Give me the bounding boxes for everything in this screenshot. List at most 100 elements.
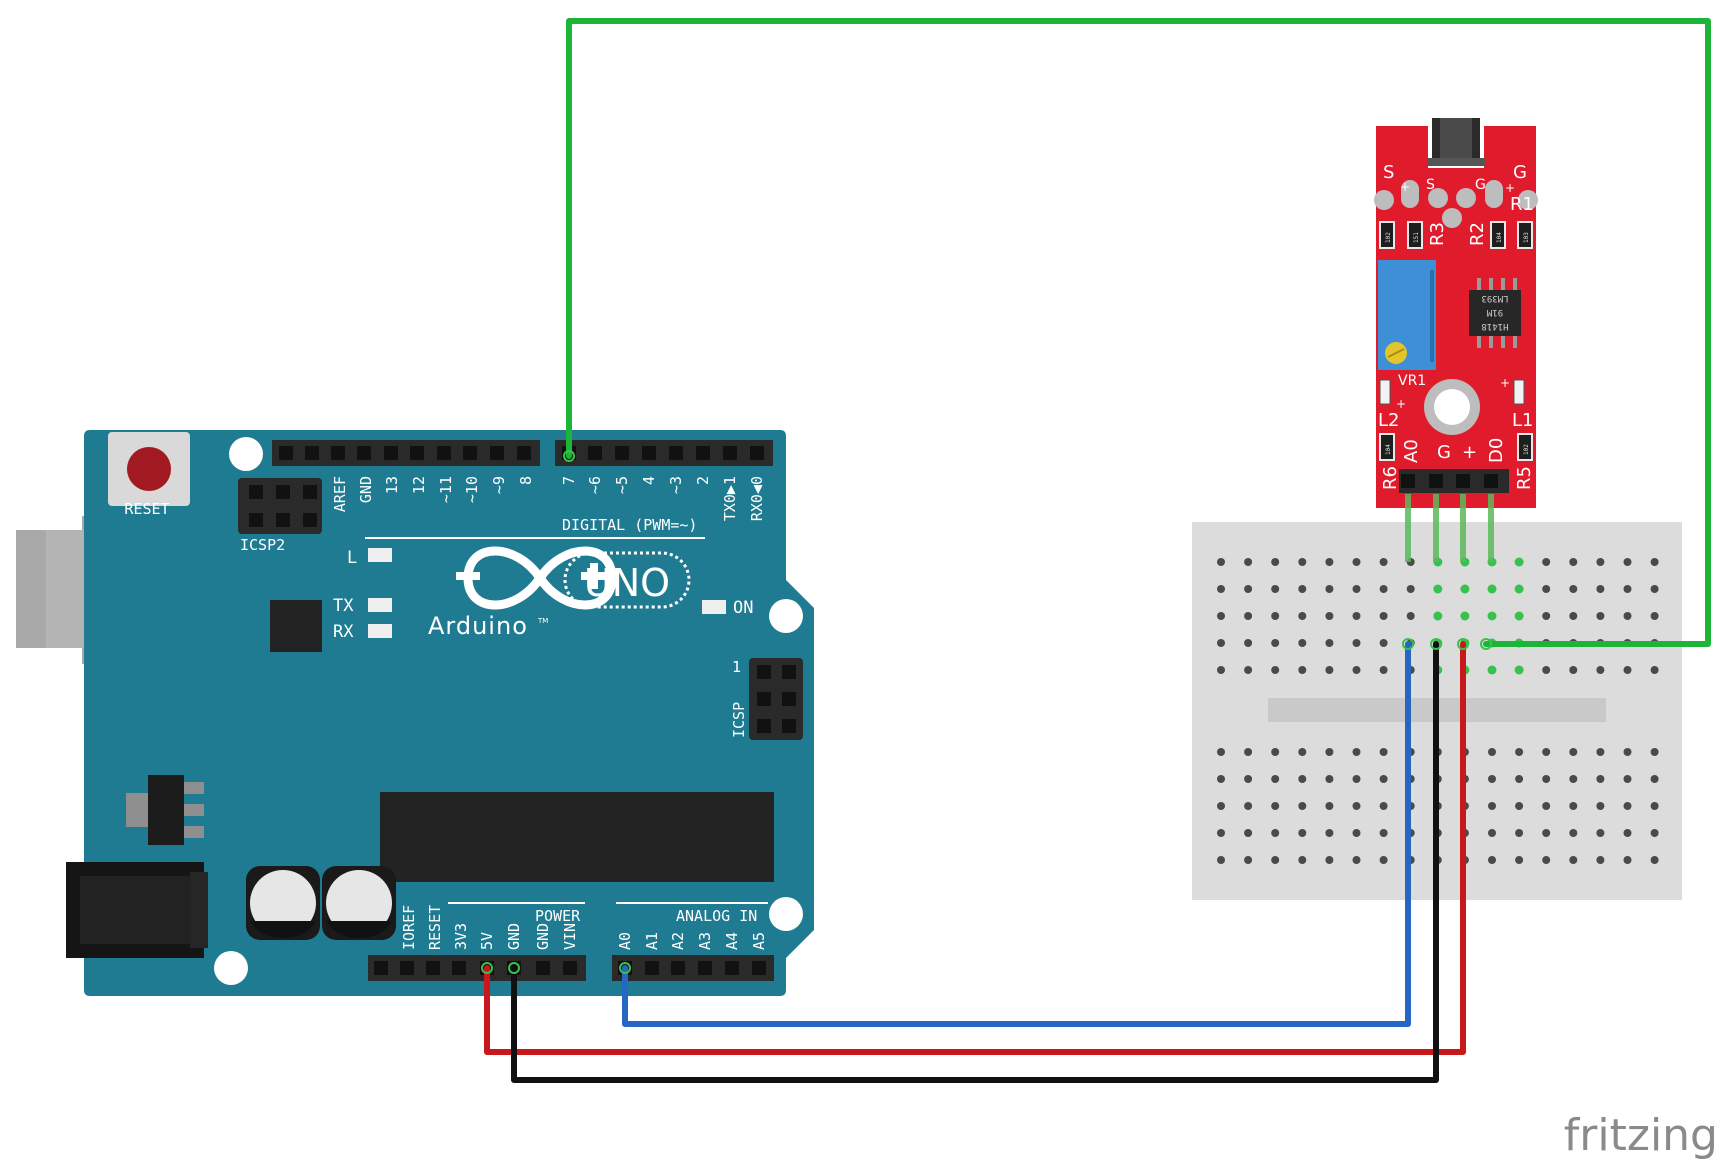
breadboard-hole[interactable] <box>1217 585 1225 593</box>
breadboard-hole[interactable] <box>1569 856 1578 864</box>
breadboard-hole[interactable] <box>1379 666 1388 674</box>
digital-pin[interactable] <box>696 446 710 460</box>
breadboard-hole[interactable] <box>1298 748 1307 756</box>
breadboard-hole[interactable] <box>1271 802 1280 810</box>
breadboard-hole[interactable] <box>1596 829 1605 837</box>
power-pin[interactable] <box>563 961 577 975</box>
reset-button[interactable] <box>127 447 171 491</box>
breadboard-hole[interactable] <box>1650 585 1659 593</box>
breadboard-hole[interactable] <box>1596 802 1605 810</box>
breadboard-hole[interactable] <box>1569 585 1578 593</box>
breadboard-hole[interactable] <box>1650 802 1659 810</box>
breadboard-hole[interactable] <box>1379 612 1388 620</box>
breadboard-hole[interactable] <box>1542 775 1551 783</box>
wire-endpoint[interactable] <box>563 450 575 462</box>
breadboard-hole[interactable] <box>1244 585 1253 593</box>
digital-pin[interactable] <box>750 446 764 460</box>
breadboard-hole[interactable] <box>1325 558 1334 566</box>
breadboard-hole[interactable] <box>1298 802 1307 810</box>
breadboard-hole[interactable] <box>1244 666 1253 674</box>
analog-pin[interactable] <box>671 961 685 975</box>
digital-pin[interactable] <box>279 446 293 460</box>
breadboard-hole[interactable] <box>1596 612 1605 620</box>
analog-pin[interactable] <box>752 961 766 975</box>
breadboard-hole[interactable] <box>1623 775 1632 783</box>
power-pin[interactable] <box>400 961 414 975</box>
breadboard-hole[interactable] <box>1298 585 1307 593</box>
breadboard-hole[interactable] <box>1623 612 1632 620</box>
breadboard-hole[interactable] <box>1244 829 1253 837</box>
sensor-header-pin[interactable] <box>1456 474 1470 488</box>
breadboard-hole[interactable] <box>1271 666 1280 674</box>
breadboard-hole[interactable] <box>1271 612 1280 620</box>
breadboard-hole[interactable] <box>1569 558 1578 566</box>
breadboard-hole[interactable] <box>1217 775 1225 783</box>
power-pin[interactable] <box>426 961 440 975</box>
breadboard-hole[interactable] <box>1650 775 1659 783</box>
breadboard-hole[interactable] <box>1379 748 1388 756</box>
breadboard-hole[interactable] <box>1271 748 1280 756</box>
breadboard-hole[interactable] <box>1596 856 1605 864</box>
breadboard-hole[interactable] <box>1352 666 1361 674</box>
wire-endpoint[interactable] <box>1480 638 1492 650</box>
analog-pin[interactable] <box>645 961 659 975</box>
wire-endpoint[interactable] <box>481 962 493 974</box>
digital-pin[interactable] <box>490 446 504 460</box>
breadboard-hole[interactable] <box>1542 612 1551 620</box>
breadboard-hole[interactable] <box>1379 639 1388 647</box>
breadboard-hole[interactable] <box>1514 557 1524 567</box>
breadboard-hole[interactable] <box>1271 639 1280 647</box>
breadboard-hole[interactable] <box>1217 612 1225 620</box>
breadboard-hole[interactable] <box>1650 558 1659 566</box>
wire-endpoint[interactable] <box>1402 638 1414 650</box>
breadboard-hole[interactable] <box>1542 856 1551 864</box>
breadboard-hole[interactable] <box>1244 612 1253 620</box>
digital-pin[interactable] <box>305 446 319 460</box>
breadboard-hole[interactable] <box>1596 558 1605 566</box>
digital-pin[interactable] <box>615 446 629 460</box>
breadboard-hole[interactable] <box>1352 558 1361 566</box>
breadboard-hole[interactable] <box>1352 612 1361 620</box>
breadboard-hole[interactable] <box>1379 585 1388 593</box>
breadboard-hole[interactable] <box>1515 802 1524 810</box>
breadboard-hole[interactable] <box>1379 775 1388 783</box>
breadboard-hole[interactable] <box>1298 666 1307 674</box>
icsp-pin[interactable] <box>782 665 796 679</box>
icsp-pin[interactable] <box>782 719 796 733</box>
digital-pin[interactable] <box>723 446 737 460</box>
breadboard-hole[interactable] <box>1569 748 1578 756</box>
breadboard-hole[interactable] <box>1569 802 1578 810</box>
breadboard-hole[interactable] <box>1325 666 1334 674</box>
digital-pin[interactable] <box>437 446 451 460</box>
breadboard-hole[interactable] <box>1352 775 1361 783</box>
breadboard-hole[interactable] <box>1325 802 1334 810</box>
breadboard-hole[interactable] <box>1271 558 1280 566</box>
icsp2-pin[interactable] <box>303 485 317 499</box>
breadboard-hole[interactable] <box>1379 558 1388 566</box>
breadboard-hole[interactable] <box>1352 748 1361 756</box>
breadboard-hole[interactable] <box>1244 856 1253 864</box>
breadboard-hole[interactable] <box>1271 775 1280 783</box>
icsp-pin[interactable] <box>757 665 771 679</box>
icsp2-pin[interactable] <box>249 513 263 527</box>
icsp2-pin[interactable] <box>249 485 263 499</box>
breadboard-hole[interactable] <box>1569 829 1578 837</box>
icsp-pin[interactable] <box>782 692 796 706</box>
breadboard-hole[interactable] <box>1298 612 1307 620</box>
breadboard-hole[interactable] <box>1623 802 1632 810</box>
wire-endpoint[interactable] <box>508 962 520 974</box>
wire-endpoint[interactable] <box>619 962 631 974</box>
breadboard-hole[interactable] <box>1352 856 1361 864</box>
breadboard-hole[interactable] <box>1514 611 1524 621</box>
breadboard-hole[interactable] <box>1217 802 1225 810</box>
breadboard-hole[interactable] <box>1352 802 1361 810</box>
breadboard-hole[interactable] <box>1244 558 1253 566</box>
power-pin[interactable] <box>374 961 388 975</box>
breadboard-hole[interactable] <box>1271 585 1280 593</box>
icsp-pin[interactable] <box>757 692 771 706</box>
breadboard-hole[interactable] <box>1542 802 1551 810</box>
breadboard-hole[interactable] <box>1623 585 1632 593</box>
breadboard-hole[interactable] <box>1487 584 1497 594</box>
breadboard-hole[interactable] <box>1650 748 1659 756</box>
breadboard-hole[interactable] <box>1488 829 1496 837</box>
